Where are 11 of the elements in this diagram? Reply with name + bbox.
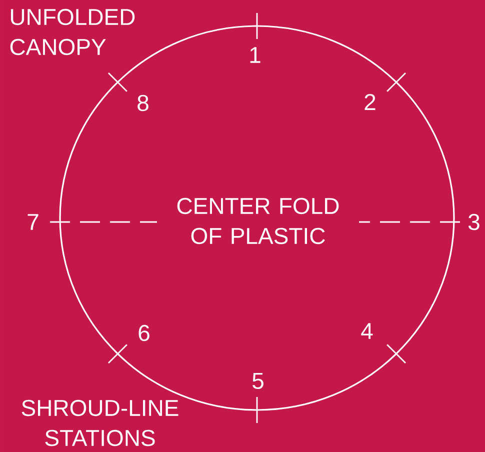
caption-text: UNFOLDED CANOPY <box>10 8 135 56</box>
fold-label: CENTER FOLD OF PLASTIC <box>157 196 359 246</box>
station-number: 6 <box>138 324 150 342</box>
station-number: 1 <box>250 47 260 63</box>
station-number: 4 <box>361 323 373 339</box>
station-number: 8 <box>138 94 148 112</box>
station-number: 5 <box>252 372 264 389</box>
caption-text: SHROUD-LINE STATIONS <box>22 400 178 446</box>
station-number: 7 <box>28 214 38 230</box>
station-number: 2 <box>364 94 376 110</box>
station-number: 3 <box>468 214 480 230</box>
